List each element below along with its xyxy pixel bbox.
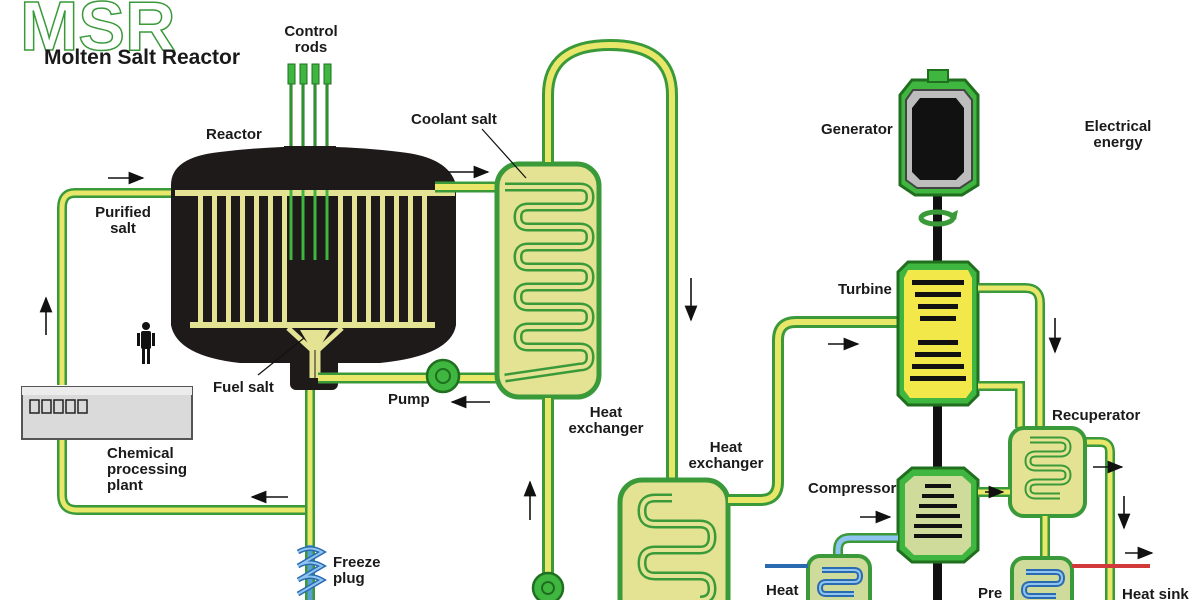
label-electrical-1: Electrical bbox=[1085, 118, 1152, 135]
label-turbine: Turbine bbox=[838, 281, 892, 298]
label-control-rods-1: Control bbox=[284, 23, 337, 40]
reactor-vessel bbox=[171, 146, 456, 390]
control-rods bbox=[287, 63, 332, 150]
label-coolant-salt: Coolant salt bbox=[411, 111, 497, 128]
coolant-salt-loop bbox=[542, 38, 678, 585]
generator bbox=[898, 69, 980, 197]
power-cycle-hot-line bbox=[728, 316, 910, 506]
label-pump: Pump bbox=[388, 391, 430, 408]
label-purified-salt-2: salt bbox=[110, 220, 136, 237]
label-heat-exchanger-2a: Heat bbox=[710, 439, 743, 456]
heat-sink-left bbox=[765, 554, 872, 600]
chemical-processing-plant bbox=[21, 386, 193, 440]
person-icon bbox=[137, 322, 155, 364]
pre-cooler bbox=[1010, 556, 1150, 600]
label-freeze-plug-1: Freeze bbox=[333, 554, 381, 571]
label-heat-exchanger-2b: exchanger bbox=[688, 455, 763, 472]
label-chemical-2: processing bbox=[107, 461, 187, 478]
label-compressor: Compressor bbox=[808, 480, 897, 497]
label-fuel-salt: Fuel salt bbox=[213, 379, 274, 396]
coolant-pump bbox=[531, 571, 565, 600]
label-freeze-plug-2: plug bbox=[333, 570, 365, 587]
turbine bbox=[896, 260, 980, 407]
label-heat-exchanger-1b: exchanger bbox=[568, 420, 643, 437]
label-pre: Pre bbox=[978, 585, 1002, 600]
label-heat-sink-right: Heat sink bbox=[1122, 586, 1189, 600]
logo-subtitle: Molten Salt Reactor bbox=[44, 46, 240, 69]
compressor bbox=[896, 466, 980, 564]
rotation-icon bbox=[918, 209, 958, 227]
heat-exchanger-2 bbox=[617, 477, 731, 600]
label-electrical-2: energy bbox=[1093, 134, 1143, 151]
label-recuperator: Recuperator bbox=[1052, 407, 1141, 424]
label-generator: Generator bbox=[821, 121, 893, 138]
label-heat-sink-left: Heat bbox=[766, 582, 799, 599]
label-chemical-1: Chemical bbox=[107, 445, 174, 462]
pump bbox=[425, 358, 461, 394]
recuperator-line bbox=[978, 283, 1115, 600]
label-heat-exchanger-1a: Heat bbox=[590, 404, 623, 421]
freeze-plug bbox=[296, 546, 327, 597]
flow-arrows bbox=[39, 165, 1154, 560]
logo: MSR Molten Salt Reactor bbox=[19, 0, 240, 69]
label-purified-salt-1: Purified bbox=[95, 204, 151, 221]
purified-salt-loop bbox=[57, 188, 310, 515]
label-chemical-3: plant bbox=[107, 477, 143, 494]
recuperator bbox=[1008, 426, 1087, 518]
label-control-rods-2: rods bbox=[295, 39, 328, 56]
label-reactor: Reactor bbox=[206, 126, 262, 143]
logo-letters: MSR bbox=[20, 0, 176, 65]
labels: Control rods Reactor Coolant salt Purifi… bbox=[95, 23, 1189, 600]
heat-exchanger-1 bbox=[494, 161, 602, 400]
leader-lines bbox=[257, 128, 527, 376]
